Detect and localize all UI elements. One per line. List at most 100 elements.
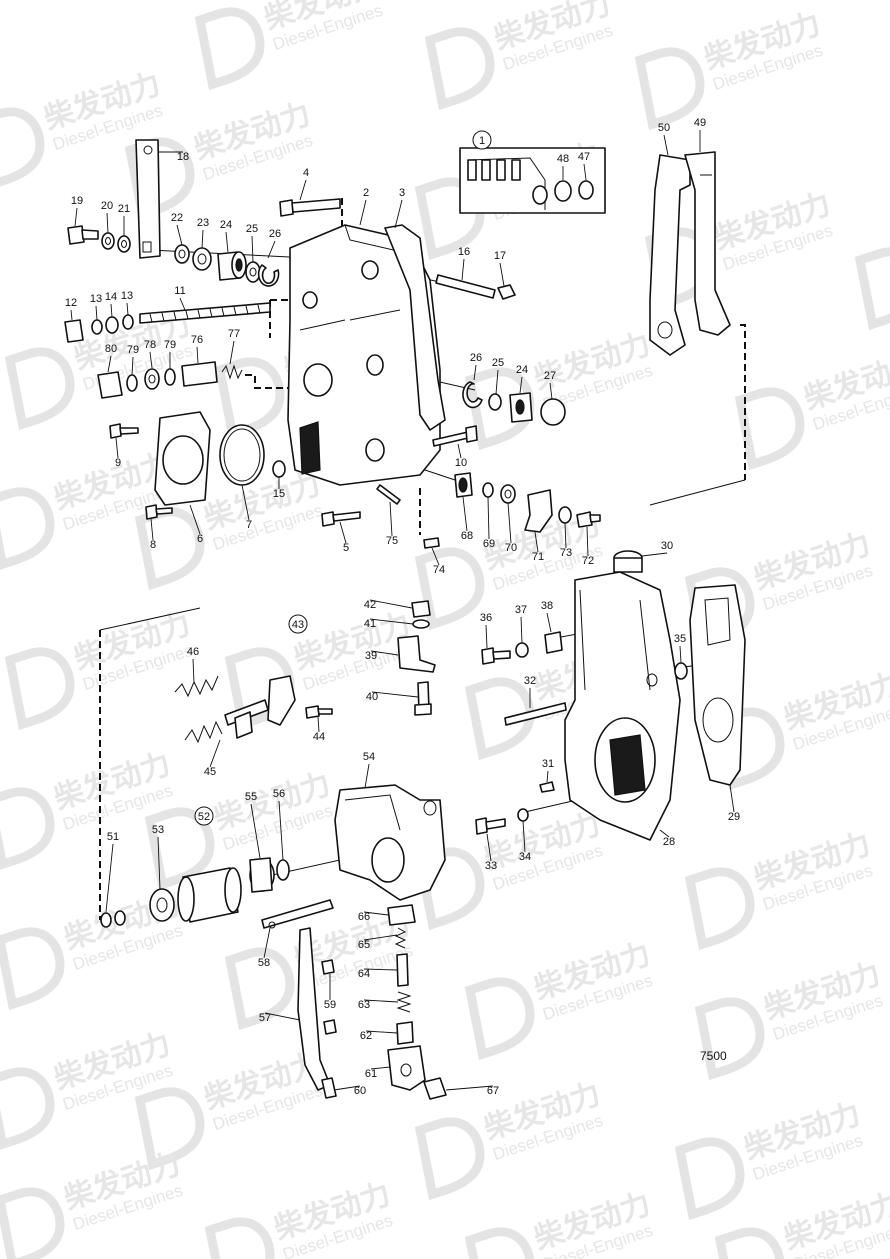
part-12-nut xyxy=(64,319,84,343)
leader-line xyxy=(663,134,669,156)
leader-line xyxy=(363,999,399,1003)
leader-line xyxy=(278,800,284,861)
part-77-spring xyxy=(221,364,243,380)
callout-number: 40 xyxy=(366,691,378,703)
part-7-o-ring xyxy=(219,424,265,486)
callout-25: 25 xyxy=(492,357,504,395)
callout-number: 61 xyxy=(365,1068,377,1080)
leader-line xyxy=(115,437,119,459)
leader-line xyxy=(507,502,512,544)
callout-circle xyxy=(288,614,308,634)
callout-number: 27 xyxy=(544,370,556,382)
part-79-washer-b xyxy=(164,368,176,386)
callout-17: 17 xyxy=(494,250,506,287)
callout-33: 33 xyxy=(485,833,497,872)
callout-45: 45 xyxy=(204,739,221,778)
callout-63: 63 xyxy=(358,999,399,1011)
callout-number: 14 xyxy=(105,291,117,303)
callout-32: 32 xyxy=(524,675,536,708)
callout-12: 12 xyxy=(65,297,77,321)
part-23-washer xyxy=(192,247,212,271)
parts-layer xyxy=(64,139,746,1100)
callout-69: 69 xyxy=(483,496,495,550)
callout-number: 11 xyxy=(174,285,185,297)
callout-80: 80 xyxy=(105,343,117,373)
callout-number: 70 xyxy=(505,542,517,554)
callout-53: 53 xyxy=(152,824,164,890)
part-11-threaded-rod xyxy=(139,302,271,324)
leader-line xyxy=(364,763,370,789)
part-61-block xyxy=(387,1045,426,1091)
part-20-washer xyxy=(101,232,115,250)
part-40-bolt xyxy=(414,681,432,716)
leader-line xyxy=(201,229,204,249)
callout-number: 19 xyxy=(71,195,83,207)
part-21-washer xyxy=(117,235,131,253)
callout-16: 16 xyxy=(458,246,470,281)
callout-34: 34 xyxy=(519,820,531,863)
callout-number: 71 xyxy=(532,551,544,563)
leader-line xyxy=(179,297,186,311)
leader-line xyxy=(522,820,526,853)
callout-52: 52 xyxy=(194,806,214,826)
part-60-pin xyxy=(321,1077,337,1099)
part-42-nut xyxy=(411,600,431,618)
callout-25: 25 xyxy=(246,223,258,263)
callout-number: 25 xyxy=(246,223,258,235)
callout-number: 65 xyxy=(358,939,370,951)
callout-number: 45 xyxy=(204,766,216,778)
callout-number: 68 xyxy=(461,530,473,542)
callout-number: 74 xyxy=(433,564,445,576)
callout-number: 5 xyxy=(343,542,349,554)
leader-line xyxy=(299,179,307,201)
callout-number: 41 xyxy=(364,618,376,630)
callout-number: 24 xyxy=(516,364,528,376)
part-32-stud xyxy=(504,702,567,726)
callout-39: 39 xyxy=(365,650,399,662)
callout-10: 10 xyxy=(455,443,467,469)
leader-line xyxy=(250,803,261,859)
leader-line xyxy=(534,531,539,553)
callout-74: 74 xyxy=(431,547,445,576)
callout-60: 60 xyxy=(333,1085,366,1097)
callout-41: 41 xyxy=(364,618,414,630)
callout-5: 5 xyxy=(339,521,349,554)
leader-line xyxy=(495,369,499,395)
part-41-washer xyxy=(412,619,430,629)
part-35-washer xyxy=(674,662,688,680)
leader-line xyxy=(189,504,201,535)
callout-72: 72 xyxy=(582,526,594,567)
leader-line xyxy=(445,1085,494,1091)
callout-28: 28 xyxy=(659,829,675,848)
callout-38: 38 xyxy=(541,600,553,633)
part-66-clip xyxy=(387,904,416,926)
part-43-lever xyxy=(267,675,296,726)
leader-line xyxy=(126,302,129,316)
callout-30: 30 xyxy=(641,540,673,557)
leader-line xyxy=(359,199,367,226)
leader-line xyxy=(659,829,670,838)
callout-number: 79 xyxy=(164,339,176,351)
callout-21: 21 xyxy=(118,203,130,236)
callout-62: 62 xyxy=(360,1030,398,1042)
leader-line xyxy=(499,262,505,287)
callout-22: 22 xyxy=(171,212,183,246)
leader-line xyxy=(363,968,398,971)
callout-55: 55 xyxy=(245,791,261,859)
callout-number: 29 xyxy=(728,811,740,823)
callout-48: 48 xyxy=(557,153,569,180)
callout-number: 55 xyxy=(245,791,257,803)
callout-number: 37 xyxy=(515,604,527,616)
callout-number: 18 xyxy=(177,151,189,163)
part-26-circlip-right xyxy=(462,381,483,409)
callout-number: 2 xyxy=(363,187,369,199)
callout-50: 50 xyxy=(658,122,670,156)
callout-number: 32 xyxy=(524,675,536,687)
leader-line xyxy=(131,356,134,376)
callout-number: 1 xyxy=(479,135,485,147)
